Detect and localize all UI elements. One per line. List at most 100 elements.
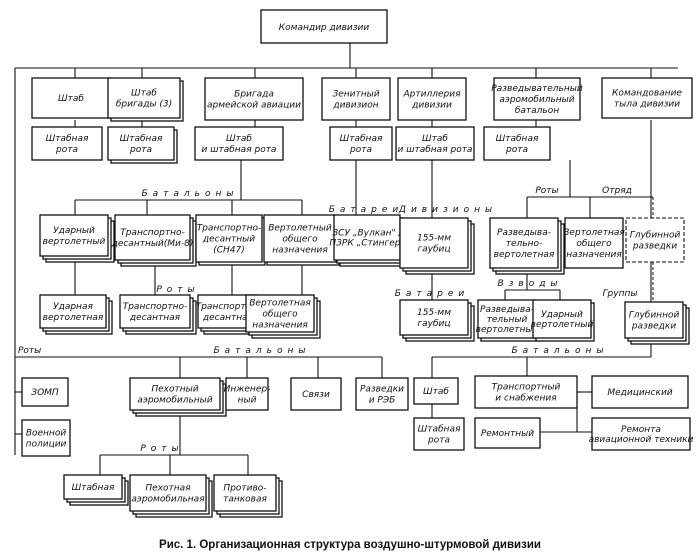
node-frame: [329, 126, 393, 161]
figure-caption: Рис. 1. Организационная структура воздуш…: [159, 539, 541, 551]
node-frame: [204, 77, 304, 121]
node-label: Штабная: [340, 134, 383, 144]
node-label: Артиллерия: [403, 90, 462, 100]
node-label: назначения: [252, 321, 308, 331]
node-label: Разведыва-: [497, 228, 551, 238]
node-label: гаубиц: [417, 319, 450, 329]
label-companies-brigade: Роты: [18, 346, 41, 356]
node-label: Транспортно-: [197, 224, 262, 234]
label-battalions-brigade: Батальоны: [213, 346, 310, 356]
node-label: 155-мм: [417, 308, 451, 318]
node-frame: [413, 417, 465, 451]
node-label: Ремонтный: [481, 429, 534, 439]
node-label: общего: [282, 235, 318, 245]
node-frame: [399, 299, 469, 336]
node-label: Штаб: [226, 134, 252, 144]
node-frame: [194, 126, 284, 161]
node-frame: [263, 214, 337, 263]
rear-battalion-headquarters: Штаб: [413, 377, 459, 405]
node-label: Штаб: [131, 89, 157, 99]
node-label: Ударная: [53, 302, 93, 312]
node-frame: [625, 217, 685, 263]
node-frame: [321, 77, 391, 121]
label-companies-infantry: Роты: [140, 444, 183, 454]
node-frame: [290, 377, 342, 411]
node-label: вертолетный: [476, 325, 539, 335]
node-frame: [395, 126, 475, 161]
node-frame: [245, 294, 315, 333]
node-label: тыла дивизии: [614, 100, 680, 110]
node-label: десантная: [129, 313, 181, 323]
node-frame: [21, 377, 69, 407]
root-commander: Командир дивизии: [260, 9, 388, 44]
node-frame: [39, 294, 107, 329]
node-label: батальон: [515, 106, 559, 116]
node-label: Штаб: [58, 94, 84, 104]
node-frame: [107, 126, 175, 161]
node-frame: [601, 77, 693, 119]
node-label: авиационной техники: [589, 435, 694, 445]
company-recon-helicopter: Разведыва-тельно-вертолетная: [489, 217, 565, 275]
node-label: Вертолетный: [268, 224, 332, 234]
node-frame: [477, 299, 537, 339]
node-frame: [114, 214, 191, 261]
node-label: рота: [129, 145, 152, 155]
node-frame: [474, 417, 541, 449]
battalion-signal: Связи: [290, 377, 342, 411]
node-label: ПЗРК „Стингер": [329, 238, 404, 248]
node-label: десантный: [202, 235, 255, 245]
node-frame: [31, 77, 111, 119]
node-frame: [399, 217, 469, 269]
node-label: общего: [576, 239, 612, 249]
node-label: Глубинной: [630, 231, 681, 241]
node-label: назначения: [272, 246, 328, 256]
battalion-transport-ch47: Транспортно-десантный(СН47): [195, 214, 266, 266]
company-zomp: ЗОМП: [21, 377, 69, 407]
node-label: Ударный: [541, 310, 583, 320]
node-label: ный: [238, 396, 257, 406]
node-label: армейской авиации: [207, 101, 301, 111]
node-frame: [107, 77, 181, 119]
battalion-transport-mi8: Транспортно-десантный(Ми-8): [111, 214, 197, 267]
node-label: Разведыва-: [480, 305, 534, 315]
node-label: вертолетная: [494, 250, 555, 260]
node-frame: [474, 375, 578, 409]
node-label: Транспортно-: [196, 302, 261, 312]
node-frame: [195, 214, 263, 263]
node-label: Штабная: [72, 483, 115, 493]
node-frame: [31, 126, 103, 161]
node-label: вертолетный: [43, 237, 106, 247]
node-label: рота: [55, 145, 78, 155]
node-label: Транспортно-: [120, 228, 185, 238]
node-frame: [129, 474, 207, 512]
node-label: Инженер-: [224, 385, 271, 395]
node-label: назначения: [566, 250, 622, 260]
node-label: вертолетная: [43, 313, 104, 323]
node-label: Штабная: [46, 134, 89, 144]
node-frame: [355, 377, 409, 411]
unit-headquarters: Штаб: [31, 77, 111, 119]
node-frame: [225, 377, 269, 411]
node-label: ЗСУ „Вулкан" /: [332, 228, 402, 238]
node-label: Пехотная: [145, 484, 191, 494]
node-label: Транспортный: [492, 383, 561, 393]
label-detachment-recon: Отряд: [602, 186, 632, 196]
label-battalions-rear: Батальоны: [511, 346, 608, 356]
node-frame: [532, 299, 592, 339]
node-label: и штабная рота: [398, 145, 473, 155]
